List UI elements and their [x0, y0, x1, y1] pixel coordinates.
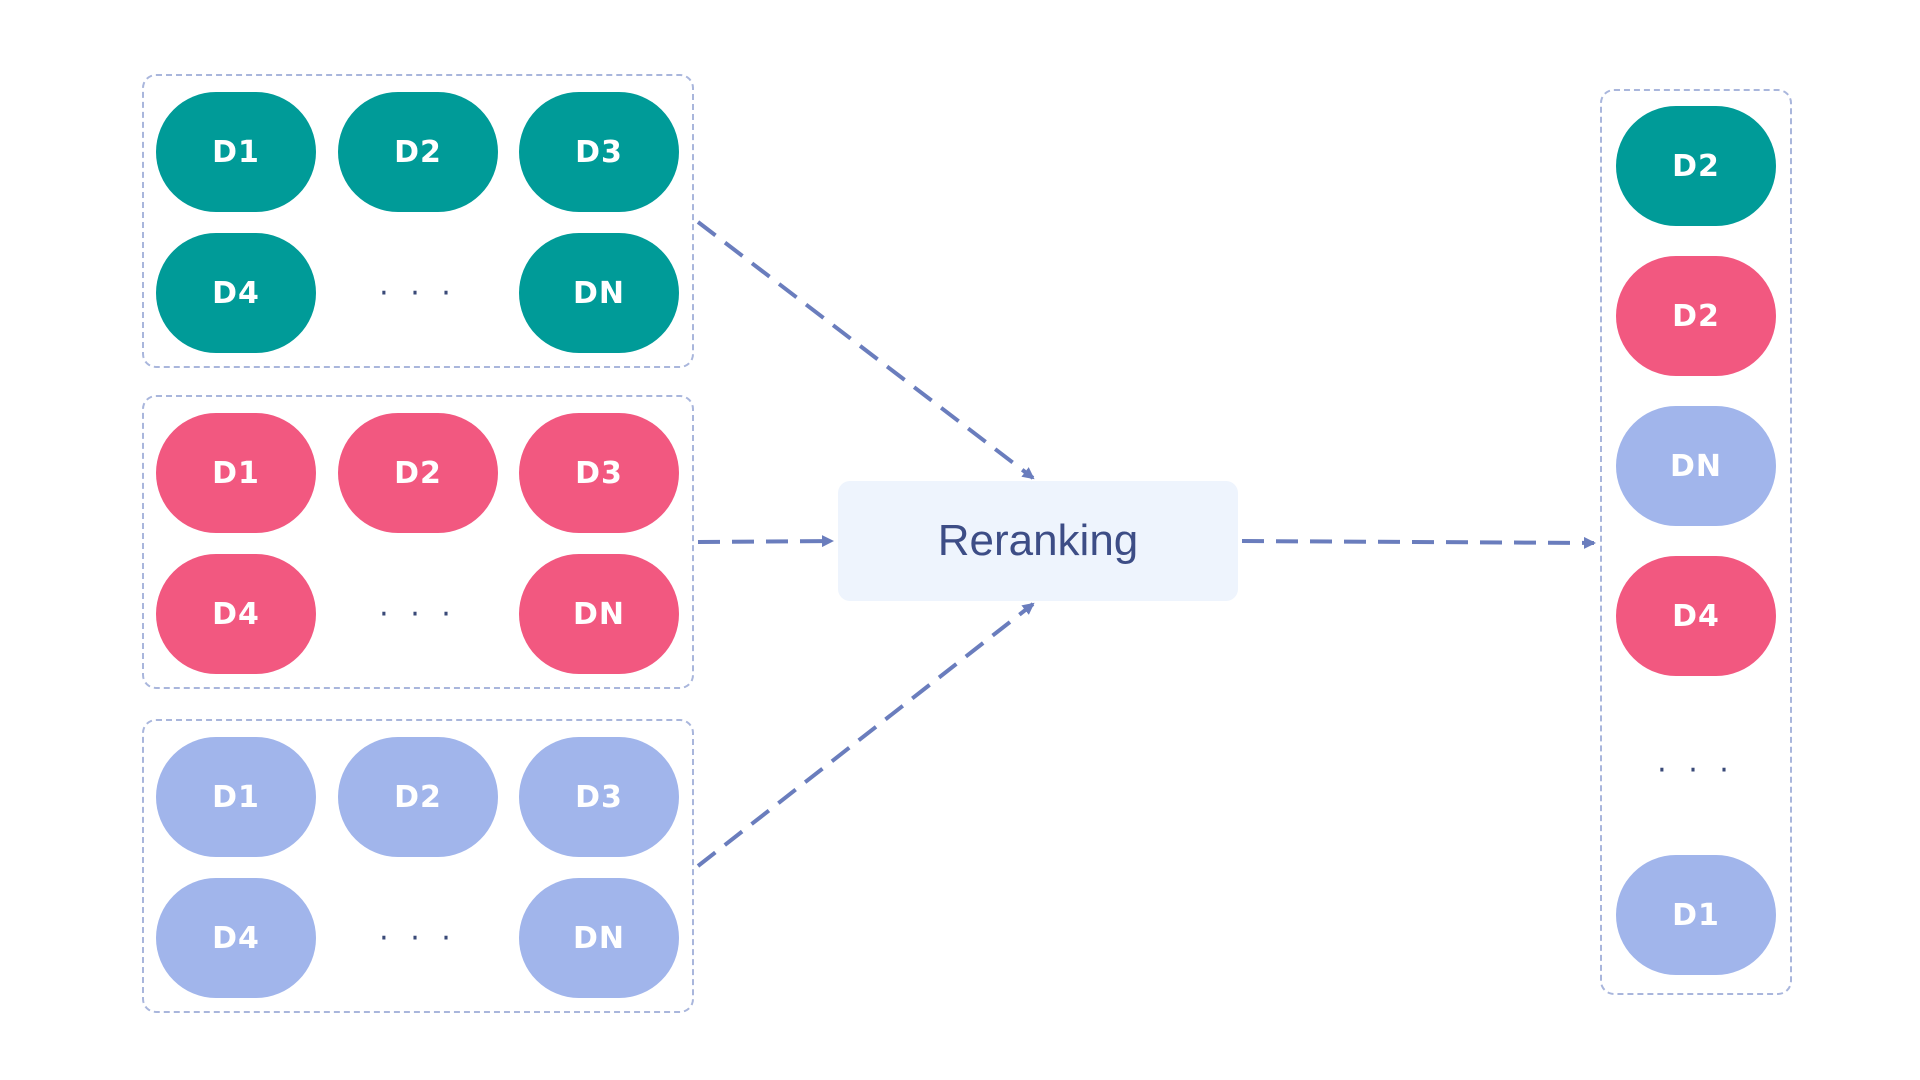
result-pill-2: D2 [1616, 256, 1776, 376]
result-pill-3: DN [1616, 406, 1776, 526]
doc-pill-teal-d1: D1 [156, 92, 316, 212]
reranking-box: Reranking [838, 481, 1238, 601]
input-list-lavender-frame [142, 719, 694, 1013]
result-pill-6: D1 [1616, 855, 1776, 975]
arrow-teal-to-rerank [696, 220, 1035, 480]
doc-pill-lavender-d3: D3 [519, 737, 679, 857]
doc-pill-teal-d2: D2 [338, 92, 498, 212]
doc-pill-pink-d2: D2 [338, 413, 498, 533]
doc-pill-pink-dn: DN [519, 554, 679, 674]
input-list-pink-frame [142, 395, 694, 689]
input-list-teal-frame [142, 74, 694, 368]
reranked-list-frame [1600, 89, 1792, 995]
doc-pill-lavender-d2: D2 [338, 737, 498, 857]
doc-pill-lavender-d1: D1 [156, 737, 316, 857]
doc-pill-pink-d3: D3 [519, 413, 679, 533]
ellipsis-teal: · · · [379, 275, 457, 311]
doc-pill-pink-d4: D4 [156, 554, 316, 674]
result-pill-4: D4 [1616, 556, 1776, 676]
doc-pill-pink-d1: D1 [156, 413, 316, 533]
doc-pill-teal-dn: DN [519, 233, 679, 353]
result-ellipsis: · · · [1657, 752, 1735, 788]
doc-pill-lavender-d4: D4 [156, 878, 316, 998]
arrow-lavender-to-rerank [696, 602, 1035, 868]
doc-pill-teal-d3: D3 [519, 92, 679, 212]
ellipsis-lavender: · · · [379, 920, 457, 956]
doc-pill-lavender-dn: DN [519, 878, 679, 998]
arrow-pink-to-rerank [697, 535, 834, 548]
doc-pill-teal-d4: D4 [156, 233, 316, 353]
ellipsis-pink: · · · [379, 596, 457, 632]
arrow-rerank-to-result [1241, 536, 1596, 549]
result-pill-1: D2 [1616, 106, 1776, 226]
